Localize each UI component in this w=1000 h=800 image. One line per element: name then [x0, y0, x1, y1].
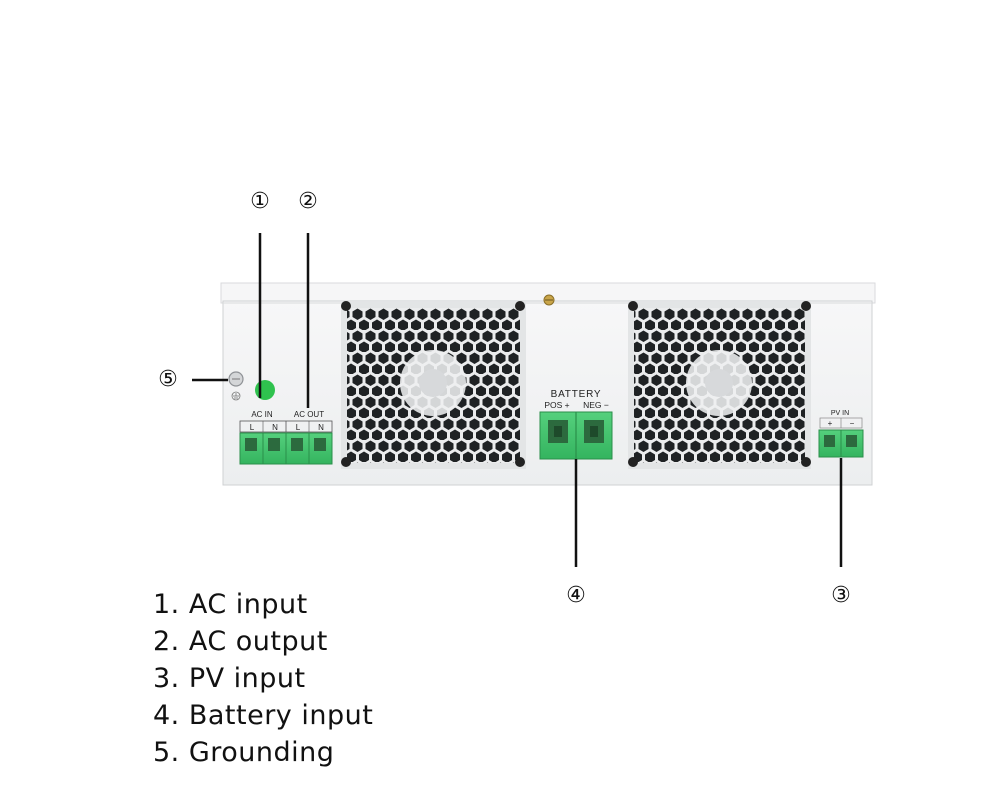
terminal-label-l: L	[250, 423, 255, 432]
callout-5: ⑤	[158, 367, 178, 392]
fan-left	[341, 301, 526, 469]
ac-input-terminal[interactable]	[239, 432, 287, 465]
ac-in-label: AC IN	[251, 410, 273, 419]
ac-output-terminal[interactable]	[285, 432, 333, 465]
legend-list: 1. AC input 2. AC output 3. PV input 4. …	[153, 586, 373, 771]
terminal-label-n: N	[272, 423, 278, 432]
pv-minus-label: −	[850, 419, 855, 428]
fan-right	[628, 301, 811, 469]
ground-symbol-icon	[231, 391, 241, 401]
callout-3: ③	[831, 583, 851, 608]
pv-input-terminal[interactable]	[818, 429, 864, 458]
callout-2: ②	[298, 189, 318, 214]
ac-out-label: AC OUT	[294, 410, 324, 419]
terminal-label-l: L	[296, 423, 301, 432]
battery-terminal[interactable]	[539, 411, 613, 460]
pv-in-label: PV IN	[831, 410, 849, 417]
legend-item: 2. AC output	[153, 626, 328, 657]
legend-item: 3. PV input	[153, 663, 306, 694]
battery-pos-label: POS +	[544, 400, 569, 410]
terminal-label-n: N	[318, 423, 324, 432]
legend-item: 1. AC input	[153, 589, 308, 620]
legend-item: 5. Grounding	[153, 737, 335, 768]
status-indicator	[255, 380, 275, 400]
battery-label: BATTERY	[551, 389, 602, 400]
legend-item: 4. Battery input	[153, 700, 374, 731]
pv-plus-label: +	[828, 419, 833, 428]
callout-1: ①	[250, 189, 270, 214]
callout-4: ④	[566, 583, 586, 608]
battery-neg-label: NEG −	[583, 400, 609, 410]
